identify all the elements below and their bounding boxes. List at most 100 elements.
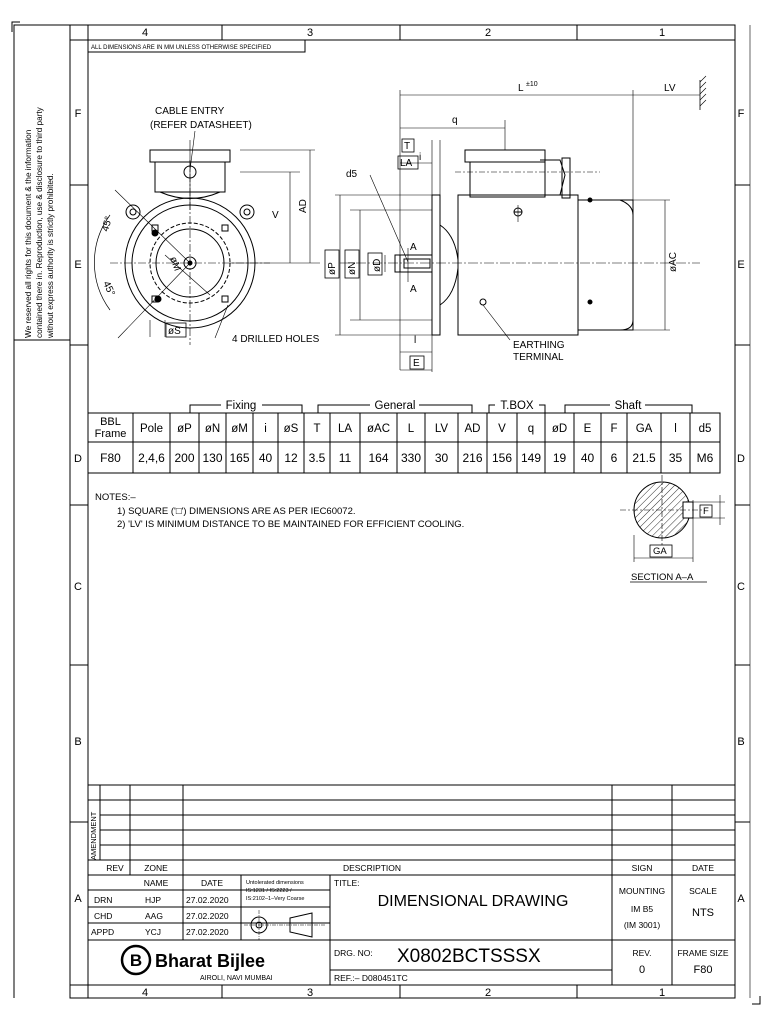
table-header-6: øS: [284, 423, 299, 435]
rev-no-label: REV.: [632, 948, 651, 958]
frame-size-value: F80: [694, 964, 713, 976]
dim-v: V: [272, 210, 279, 221]
table-header-10: L: [408, 423, 415, 435]
table-cell-0: F80: [100, 451, 121, 465]
copyright-notice: We reserved all rights for this document…: [24, 106, 55, 339]
front-view: [94, 130, 320, 345]
side-view: [335, 75, 707, 372]
dim-l-small: l: [414, 335, 416, 346]
earthing-label: EARTHING: [513, 340, 565, 351]
mounting-iec: (IM 3001): [624, 920, 661, 930]
table-header-13: V: [498, 423, 506, 435]
table-header-9: øAC: [367, 423, 390, 435]
grid-top-3: 3: [307, 27, 313, 39]
dim-m: øM: [167, 255, 182, 272]
dim-lv: LV: [664, 83, 676, 94]
angle-45-top: 45°: [100, 215, 115, 232]
section-mark-a-bottom: A: [410, 284, 417, 295]
tolerance-line-1: Untolerated dimensions: [246, 880, 304, 886]
rev-no-value: 0: [639, 964, 645, 976]
grid-top-2: 2: [485, 27, 491, 39]
table-header-16: E: [584, 423, 592, 435]
date-appd: 27.02.2020: [186, 927, 229, 937]
dim-n: øN: [347, 262, 358, 275]
cable-entry-sub-label: (REFER DATASHEET): [150, 120, 252, 131]
grid-bottom-4: 4: [142, 987, 148, 999]
table-header-19: l: [674, 423, 677, 435]
amendment-label: AMENDMENT: [89, 811, 98, 860]
grid-bottom-1: 1: [659, 987, 665, 999]
group-general: General: [375, 400, 416, 412]
cable-entry-label: CABLE ENTRY: [155, 106, 225, 117]
table-header-11: LV: [435, 423, 449, 435]
grid-row-a-right: A: [737, 893, 745, 905]
table-header-15: øD: [552, 423, 567, 435]
section-mark-a-top: A: [410, 242, 417, 253]
copyright-line-1: We reserved all rights for this document…: [24, 129, 33, 338]
table-text: Fixing General T.BOX Shaft: [226, 400, 643, 412]
table-cell-4: 165: [229, 451, 249, 465]
drawing-labels: CABLE ENTRY (REFER DATASHEET) 4 DRILLED …: [100, 81, 679, 369]
drg-no-value: X0802BCTSSSX: [397, 946, 541, 967]
copyright-line-2: contained there in. Reproduction, use & …: [35, 106, 44, 338]
dim-t: T: [404, 141, 410, 152]
mounting-value: IM B5: [631, 904, 653, 914]
grid-labels: 4 3 2 1 4 3 2 1 F E D C B A F E D C B A: [74, 27, 745, 999]
table-cell-17: 6: [611, 451, 618, 465]
title-block-lines: [88, 784, 735, 985]
table-cell-14: 149: [521, 451, 541, 465]
table-cell-5: 40: [259, 451, 273, 465]
table-cell-12: 216: [462, 451, 482, 465]
dim-s: øS: [168, 326, 181, 337]
role-chd: CHD: [94, 911, 112, 921]
grid-top-4: 4: [142, 27, 148, 39]
grid-row-d-right: D: [737, 453, 745, 465]
scale-value: NTS: [692, 907, 714, 919]
table-header-20: d5: [699, 423, 712, 435]
table-header-2: øP: [177, 423, 192, 435]
mounting-label: MOUNTING: [619, 886, 665, 896]
role-appd: APPD: [91, 927, 114, 937]
table-header-7: T: [313, 423, 320, 435]
grid-row-b-right: B: [737, 736, 744, 748]
table-cell-9: 164: [368, 451, 388, 465]
grid-top-1: 1: [659, 27, 665, 39]
name-drn: HJP: [145, 895, 161, 905]
table-header-17: F: [610, 423, 617, 435]
dim-ac: øAC: [668, 252, 679, 272]
dimension-table: [87, 404, 721, 474]
grid-row-c-right: C: [737, 581, 745, 593]
table-cell-18: 21.5: [632, 451, 656, 465]
table-cell-8: 11: [339, 451, 352, 465]
description-header: DESCRIPTION: [343, 863, 401, 873]
table-cell-13: 156: [492, 451, 512, 465]
grid-row-e-left: E: [74, 259, 81, 271]
role-drn: DRN: [94, 895, 112, 905]
dim-l-tolerance: ±10: [526, 81, 538, 88]
grid-bottom-3: 3: [307, 987, 313, 999]
terminal-label: TERMINAL: [513, 352, 564, 363]
dim-p: øP: [327, 262, 338, 275]
table-cell-3: 130: [202, 451, 222, 465]
dim-q: q: [452, 115, 458, 126]
table-header-1: Pole: [140, 423, 163, 435]
date-chd: 27.02.2020: [186, 911, 229, 921]
sign-header: SIGN: [632, 863, 653, 873]
company-name: Bharat Bijlee: [155, 951, 265, 971]
dim-la: LA: [400, 158, 413, 169]
date-header: DATE: [692, 863, 714, 873]
rev-header: REV: [106, 863, 124, 873]
dim-e: E: [413, 358, 420, 369]
title-block-text: AMENDMENT REV ZONE DESCRIPTION SIGN DATE…: [89, 811, 729, 983]
note-1: 1) SQUARE ('□') DIMENSIONS ARE AS PER IE…: [117, 506, 356, 517]
date-drn: 27.02.2020: [186, 895, 229, 905]
grid-row-c-left: C: [74, 581, 82, 593]
angle-45-bottom: 45°: [100, 280, 116, 298]
group-fixing: Fixing: [226, 400, 257, 412]
ref-value: REF.:– D080451TC: [334, 973, 408, 983]
grid-row-e-right: E: [737, 259, 744, 271]
dim-d: øD: [372, 259, 383, 272]
scale-label: SCALE: [689, 886, 717, 896]
tolerance-line-3: IS:2102–1–Very Coarse: [246, 896, 304, 902]
